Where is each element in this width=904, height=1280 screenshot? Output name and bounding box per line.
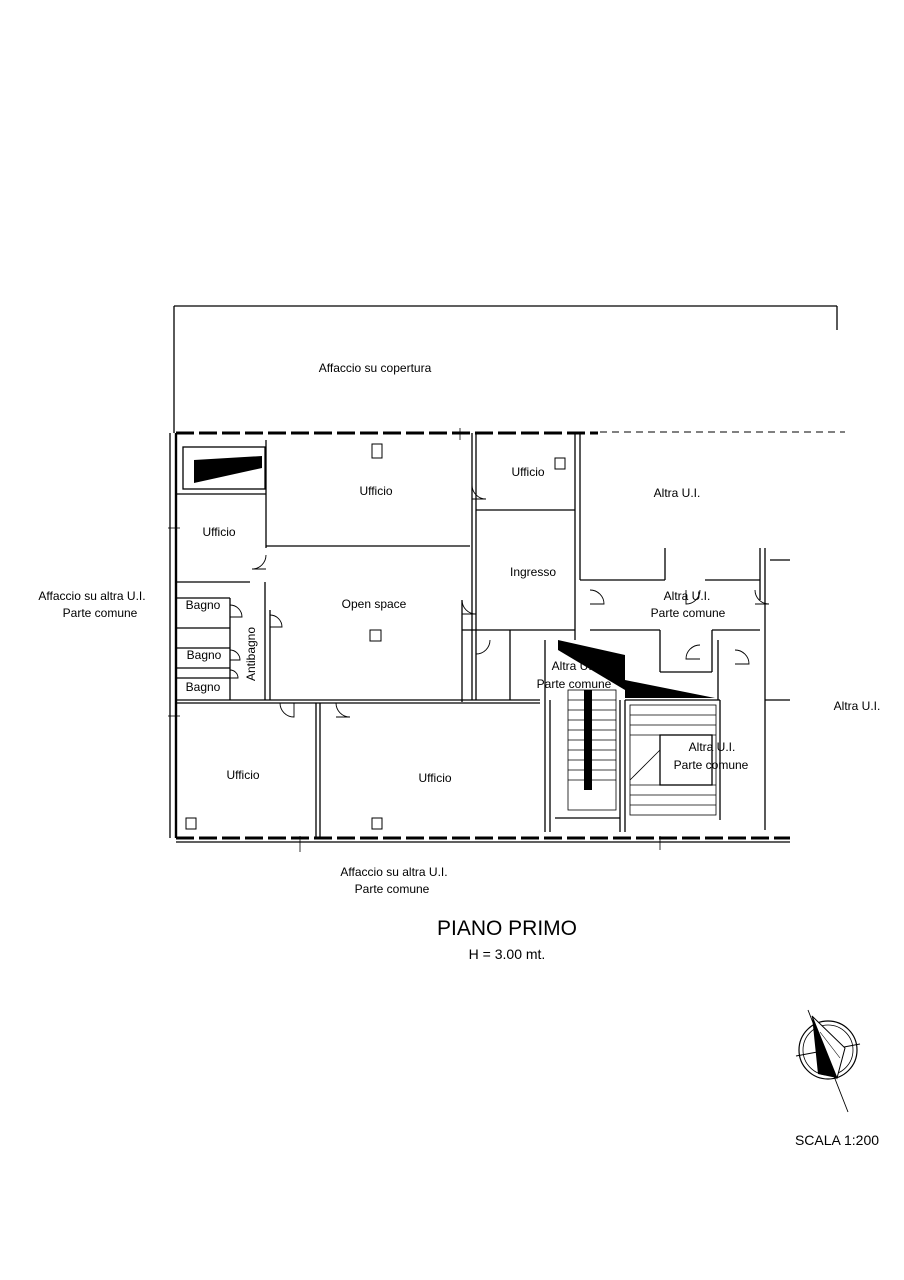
label-altra-comune-center-2: Parte comune bbox=[537, 677, 612, 691]
plan-title: PIANO PRIMO bbox=[437, 917, 577, 940]
label-altra-comune-stair-1: Altra U.I. bbox=[689, 740, 736, 754]
plan-height: H = 3.00 mt. bbox=[469, 946, 546, 962]
scale-label: SCALA 1:200 bbox=[795, 1132, 879, 1148]
label-open-space: Open space bbox=[342, 597, 407, 611]
label-affaccio-bottom-1: Affaccio su altra U.I. bbox=[340, 865, 447, 879]
label-altra-ui-top: Altra U.I. bbox=[654, 486, 701, 500]
label-ingresso: Ingresso bbox=[510, 565, 556, 579]
north-arrow-icon bbox=[795, 1009, 861, 1113]
label-affaccio-left-1: Affaccio su altra U.I. bbox=[38, 589, 145, 603]
label-bagno-2: Bagno bbox=[187, 648, 222, 662]
doors bbox=[229, 484, 770, 718]
label-altra-ui-right: Altra U.I. bbox=[834, 699, 881, 713]
label-ufficio-top-small: Ufficio bbox=[511, 465, 544, 479]
stairs bbox=[567, 689, 717, 816]
label-altra-comune-mid-2: Parte comune bbox=[651, 606, 726, 620]
label-altra-comune-center-1: Altra U.I. bbox=[552, 659, 599, 673]
label-bagno-1: Bagno bbox=[186, 598, 221, 612]
label-ufficio-bottom-center: Ufficio bbox=[418, 771, 451, 785]
label-ufficio-bottom-left: Ufficio bbox=[226, 768, 259, 782]
label-affaccio-left-2: Parte comune bbox=[63, 606, 138, 620]
label-bagno-3: Bagno bbox=[186, 680, 221, 694]
columns bbox=[185, 443, 566, 830]
label-ufficio-left: Ufficio bbox=[202, 525, 235, 539]
label-affaccio-bottom-2: Parte comune bbox=[355, 882, 430, 896]
label-affaccio-copertura: Affaccio su copertura bbox=[319, 361, 432, 375]
roof-outline bbox=[173, 305, 845, 433]
exterior-walls bbox=[168, 428, 790, 852]
label-altra-comune-stair-2: Parte comune bbox=[674, 758, 749, 772]
interior-walls bbox=[176, 433, 790, 838]
label-altra-comune-mid-1: Altra U.I. bbox=[664, 589, 711, 603]
room-labels: Affaccio su copertura Affaccio su altra … bbox=[38, 361, 880, 896]
label-antibagno: Antibagno bbox=[244, 627, 258, 681]
label-ufficio-top-center: Ufficio bbox=[359, 484, 392, 498]
